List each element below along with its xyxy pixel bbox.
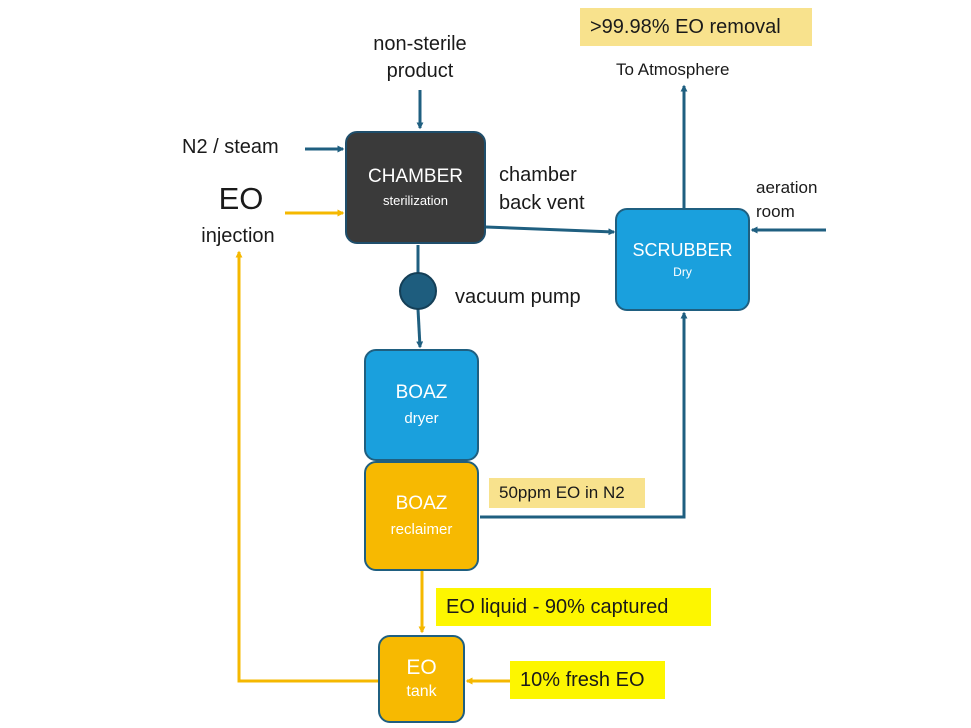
boaz-reclaimer-subtitle: reclaimer: [390, 521, 453, 538]
label-product-line1: non-sterile: [373, 33, 467, 55]
label-aeration-line1: aeration: [756, 178, 818, 197]
arrow-pump-to-dryer: [416, 308, 424, 349]
label-aeration-room: aeration room: [756, 176, 817, 224]
scrubber-title: SCRUBBER: [632, 239, 733, 260]
boaz-dryer-subtitle: dryer: [404, 410, 439, 427]
boaz-reclaimer-title: BOAZ: [395, 493, 448, 514]
label-n2-steam: N2 / steam: [182, 136, 279, 158]
label-eo: EO: [218, 181, 264, 216]
label-vacuum-pump: vacuum pump: [455, 286, 581, 308]
boaz-reclaimer-box: BOAZ reclaimer: [364, 461, 479, 571]
chamber-title: CHAMBER: [367, 165, 463, 187]
arrow-reclaimer-to-scrubber: [480, 311, 688, 519]
label-non-sterile-product: non-sterile product: [352, 31, 488, 85]
label-chamber-back-vent: chamber back vent: [499, 161, 585, 217]
label-back-vent-line2: back vent: [499, 192, 585, 214]
eo-tank-title: EO: [406, 656, 437, 679]
arrow-back-vent-to-scrubber: [485, 225, 616, 236]
vacuum-pump-circle: [399, 272, 437, 310]
note-50ppm-eo-in-n2: 50ppm EO in N2: [489, 478, 645, 508]
boaz-dryer-box: BOAZ dryer: [364, 349, 479, 461]
scrubber-box: SCRUBBER Dry: [615, 208, 750, 311]
label-back-vent-line1: chamber: [499, 164, 577, 186]
note-eo-liquid-captured: EO liquid - 90% captured: [436, 588, 711, 626]
eo-tank-subtitle: tank: [406, 683, 437, 700]
label-to-atmosphere: To Atmosphere: [616, 60, 730, 79]
arrow-tank-recycle-to-injection: [235, 250, 378, 683]
note-fresh-eo: 10% fresh EO: [510, 661, 665, 699]
note-eo-removal: >99.98% EO removal: [580, 8, 812, 46]
boaz-dryer-title: BOAZ: [395, 382, 448, 403]
scrubber-subtitle: Dry: [673, 264, 692, 279]
label-eo-injection: injection: [201, 225, 275, 247]
eo-tank-box: EO tank: [378, 635, 465, 723]
chamber-box: CHAMBER sterilization: [345, 131, 486, 244]
chamber-subtitle: sterilization: [382, 192, 449, 208]
label-product-line2: product: [386, 60, 454, 82]
label-aeration-line2: room: [756, 202, 795, 221]
